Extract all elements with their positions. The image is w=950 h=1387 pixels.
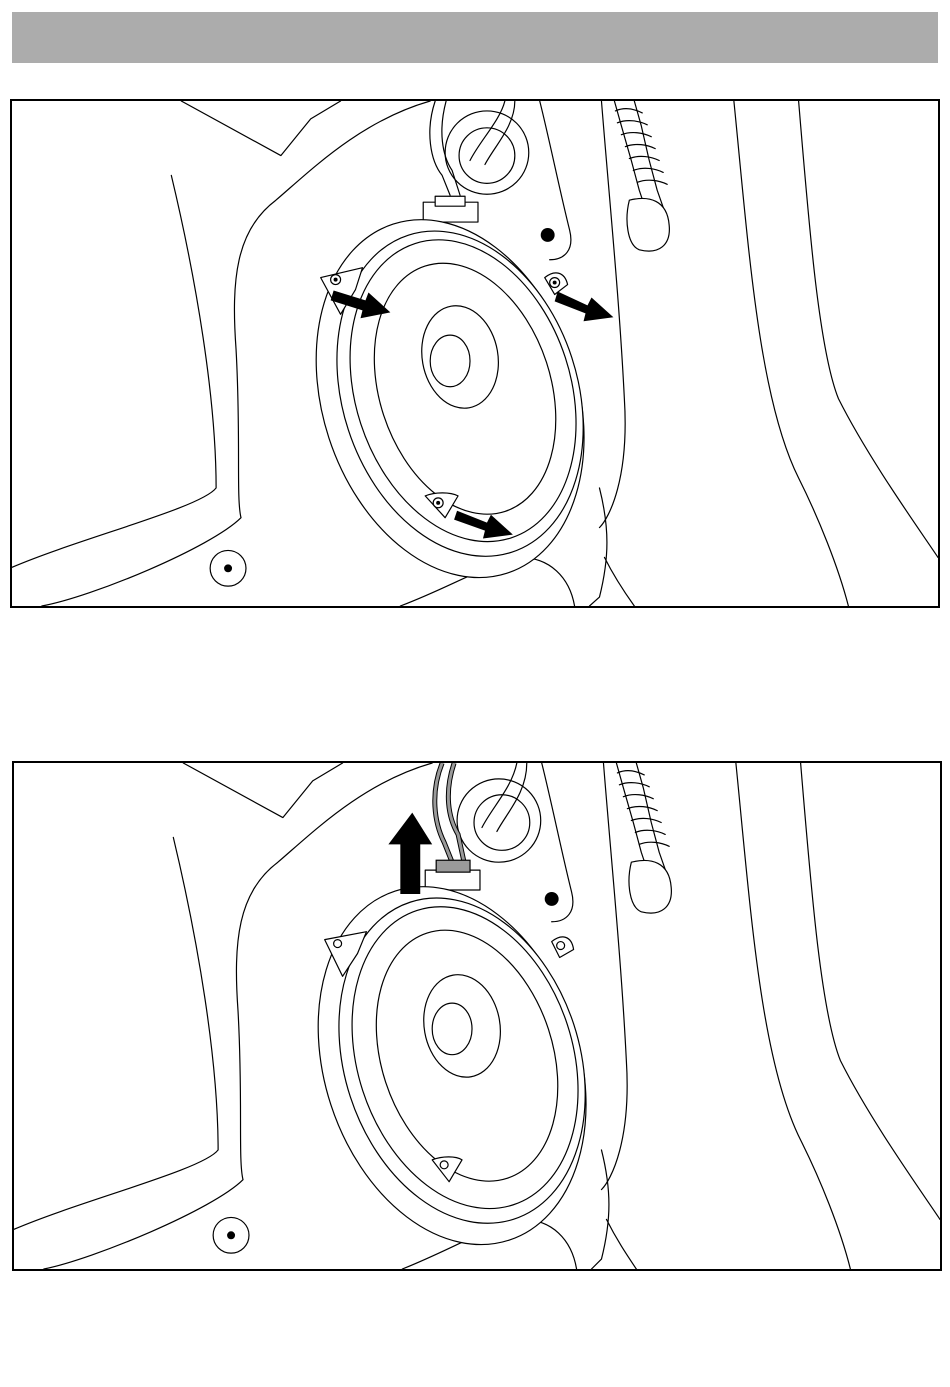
connector-icon — [435, 196, 465, 206]
cable-loom-icon — [614, 101, 669, 251]
grommet-icon — [430, 101, 529, 195]
illustration-door-speaker-screws — [12, 101, 938, 606]
section-header-bar — [12, 12, 938, 63]
connector-icon — [436, 860, 470, 872]
cable-loom-icon — [616, 763, 671, 913]
hole-dot — [545, 892, 559, 906]
mounting-tab-icon — [552, 937, 574, 958]
screw-icon — [545, 273, 568, 295]
hole-dot — [541, 228, 555, 242]
clip-icon — [213, 1217, 249, 1253]
illustration-door-speaker-connector — [14, 763, 940, 1269]
clip-icon — [210, 550, 246, 586]
figure-remove-speaker-screws — [10, 99, 940, 608]
figure-disconnect-speaker-connector — [12, 761, 942, 1271]
grommet-icon — [457, 763, 541, 862]
arrow-icon — [555, 291, 614, 321]
speaker-icon — [272, 185, 628, 606]
speaker-icon — [274, 852, 630, 1269]
